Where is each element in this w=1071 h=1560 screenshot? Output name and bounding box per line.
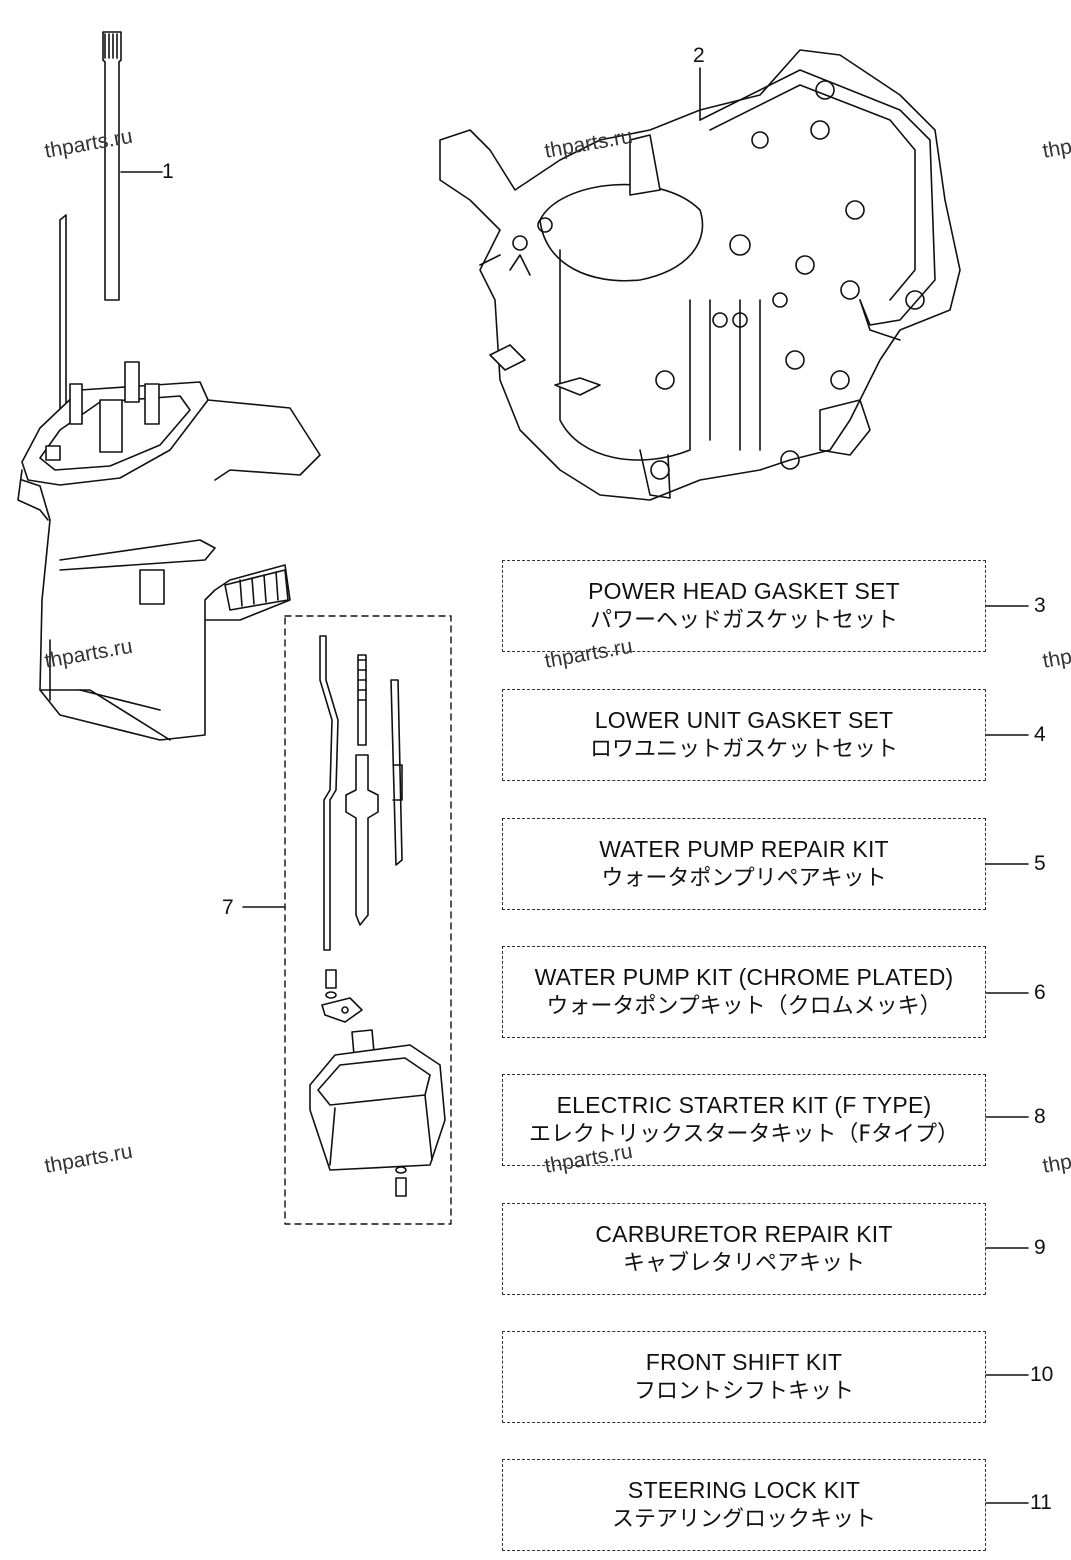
- kit-leaders: [985, 605, 1029, 1504]
- kit-label-jp: フロントシフトキット: [633, 1379, 854, 1404]
- kit-label-jp: キャブレタリペアキット: [622, 1251, 865, 1276]
- kit-label-jp: ウォータポンプリペアキット: [601, 866, 887, 891]
- callout-4: 4: [1034, 723, 1046, 746]
- kit-box-6: WATER PUMP KIT (CHROME PLATED) ウォータポンプキッ…: [502, 946, 986, 1038]
- kit-label-jp: ウォータポンプキット（クロムメッキ）: [546, 994, 942, 1019]
- kit-label-en: LOWER UNIT GASKET SET: [594, 707, 894, 733]
- kit-label-jp: ステアリングロックキット: [611, 1507, 876, 1532]
- kit-box-10: FRONT SHIFT KIT フロントシフトキット: [502, 1331, 986, 1423]
- kit-label-en: POWER HEAD GASKET SET: [588, 578, 900, 604]
- kit-label-jp: パワーヘッドガスケットセット: [589, 608, 898, 633]
- callout-6: 6: [1034, 981, 1046, 1004]
- callout-1: 1: [162, 160, 174, 183]
- callout-2: 2: [693, 44, 705, 67]
- kit-box-11: STEERING LOCK KIT ステアリングロックキット: [502, 1459, 986, 1551]
- kit-label-jp: エレクトリックスタータキット（Fタイプ）: [529, 1122, 959, 1147]
- callout-5: 5: [1034, 852, 1046, 875]
- kit-box-9: CARBURETOR REPAIR KIT キャブレタリペアキット: [502, 1203, 986, 1295]
- kit-label-en: WATER PUMP REPAIR KIT: [599, 836, 889, 862]
- callout-7: 7: [222, 896, 234, 919]
- kit-label-en: CARBURETOR REPAIR KIT: [595, 1221, 893, 1247]
- kit-box-4: LOWER UNIT GASKET SET ロワユニットガスケットセット: [502, 689, 986, 781]
- callout-11: 11: [1030, 1491, 1052, 1514]
- kit-label-en: STEERING LOCK KIT: [627, 1477, 861, 1503]
- water-pump-kit-drawing: [242, 615, 452, 1225]
- kit-box-5: WATER PUMP REPAIR KIT ウォータポンプリペアキット: [502, 818, 986, 910]
- callout-8: 8: [1034, 1105, 1046, 1128]
- callout-3: 3: [1034, 594, 1046, 617]
- callout-10: 10: [1030, 1363, 1054, 1386]
- kit-label-en: FRONT SHIFT KIT: [645, 1349, 843, 1375]
- kit-box-3: POWER HEAD GASKET SET パワーヘッドガスケットセット: [502, 560, 986, 652]
- callout-9: 9: [1034, 1236, 1046, 1259]
- kit-label-jp: ロワユニットガスケットセット: [589, 737, 898, 762]
- kit-box-8: ELECTRIC STARTER KIT (F TYPE) エレクトリックスター…: [502, 1074, 986, 1166]
- lower-unit-drawing: [17, 31, 321, 741]
- kit-label-en: ELECTRIC STARTER KIT (F TYPE): [556, 1092, 932, 1118]
- power-head-drawing: [439, 49, 961, 501]
- kit-label-en: WATER PUMP KIT (CHROME PLATED): [534, 964, 954, 990]
